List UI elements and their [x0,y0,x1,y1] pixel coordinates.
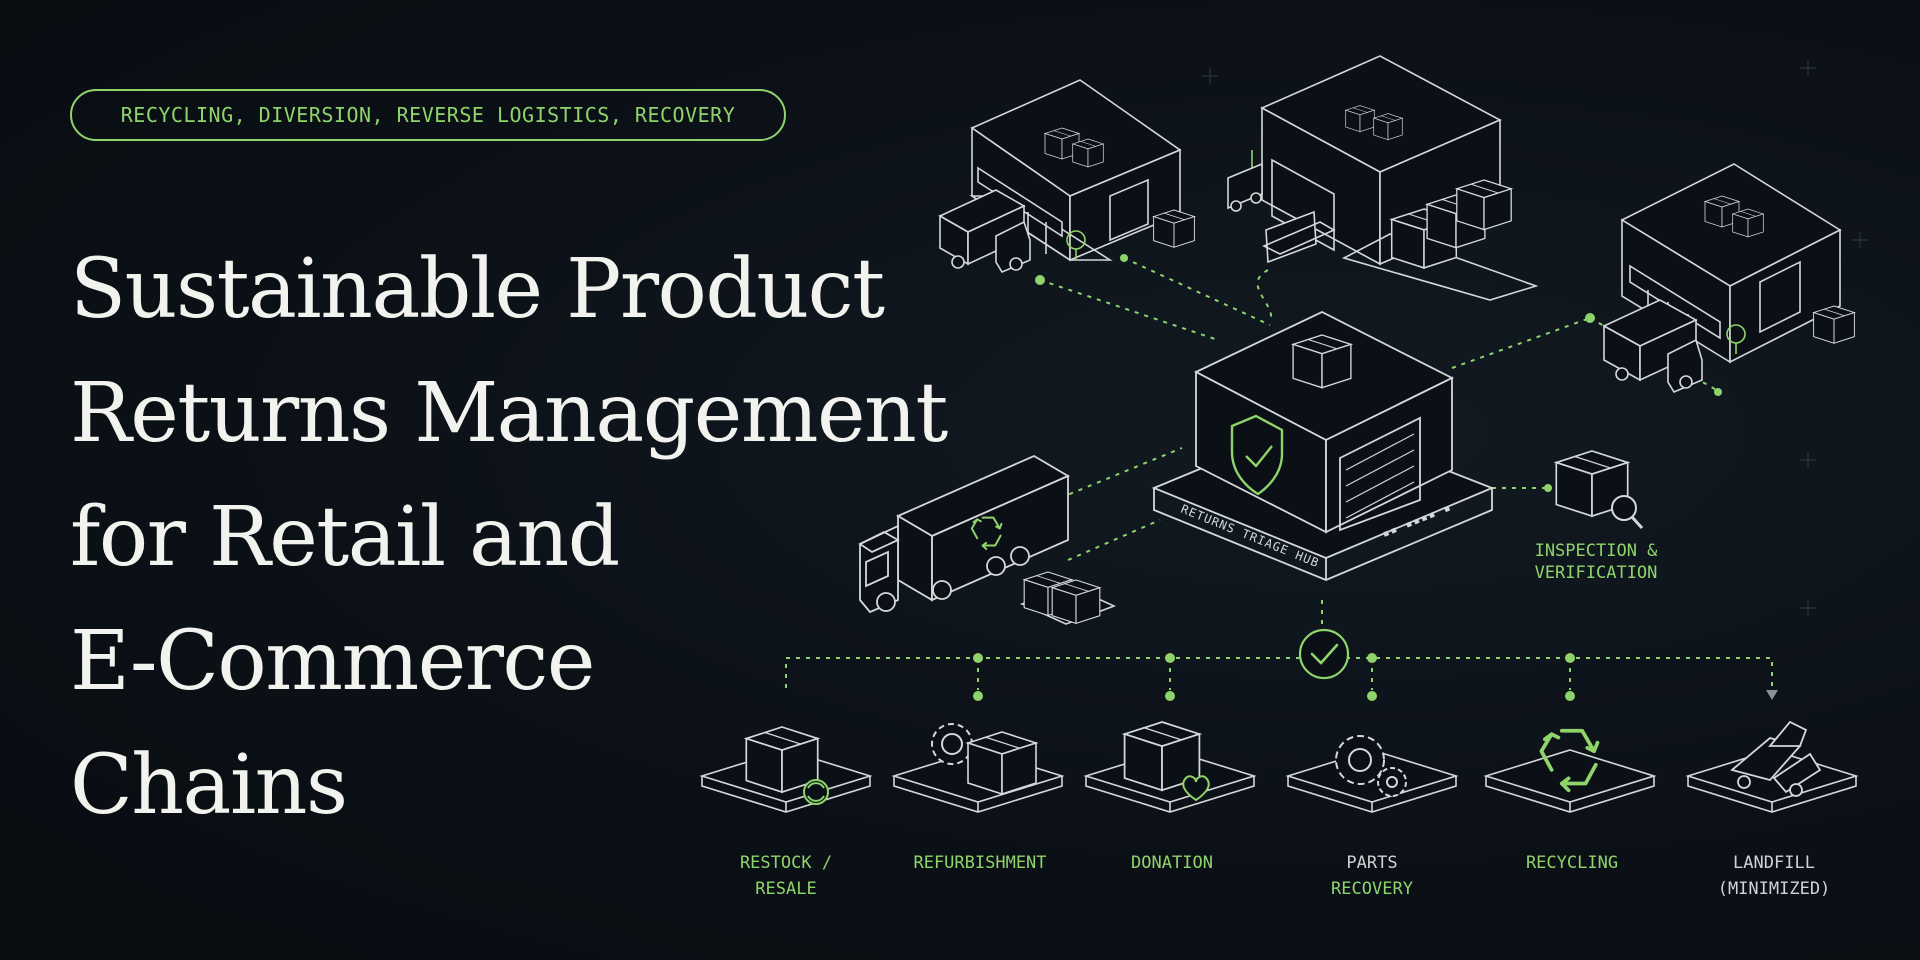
outcome-parts-recovery: PARTS RECOVERY [1287,735,1457,899]
gear-box-icon [931,723,973,765]
outcome-recycling: RECYCLING [1485,728,1655,873]
parts-label-2: RECOVERY [1331,879,1413,899]
shield-check-icon [1230,414,1284,496]
outcome-restock: RESTOCK / RESALE [701,726,871,899]
store-top-left [969,79,1182,262]
landfill-arrow [1766,690,1778,700]
title-line-1: Sustainable Product [70,242,885,337]
title-line-3: for Retail and [70,490,620,585]
pallet-boxes [1019,571,1117,625]
parts-label-1: PARTS [1346,853,1397,873]
page-title: Sustainable Product Returns Management f… [70,228,970,848]
refurbishment-label: REFURBISHMENT [913,853,1046,873]
landfill-label-2: (MINIMIZED) [1718,879,1831,899]
van-center [1227,162,1263,212]
warehouse-top-center [1260,55,1539,301]
topic-tag: RECYCLING, DIVERSION, REVERSE LOGISTICS,… [70,89,786,141]
title-line-4: E-Commerce [70,614,595,709]
hub-check-icon [1298,628,1350,680]
recycling-label: RECYCLING [1526,853,1618,873]
box-heart-icon [1182,775,1210,802]
box-small-1 [1153,209,1195,248]
restock-label-1: RESTOCK / [740,853,832,873]
title-line-2: Returns Management [70,366,948,461]
returns-triage-hub [1151,310,1495,581]
box-refresh-icon [807,782,825,802]
inspection-label-1: INSPECTION & [1535,541,1659,561]
outcome-refurbishment: REFURBISHMENT [893,723,1063,873]
title-line-5: Chains [70,738,348,833]
flow-connectors [785,257,1773,692]
box-small-2 [1813,305,1855,344]
outcome-donation: DONATION [1085,721,1255,873]
van-left [938,189,1031,274]
landfill-label-1: LANDFILL [1733,853,1815,873]
dump-truck-icon [1730,720,1822,797]
gears-icon [1335,735,1407,797]
inspection-label-2: VERIFICATION [1535,563,1658,583]
topic-tag-text: RECYCLING, DIVERSION, REVERSE LOGISTICS,… [120,103,736,127]
grid-marks [1202,60,1868,616]
donation-label: DONATION [1131,853,1213,873]
outcome-landfill: LANDFILL (MINIMIZED) [1687,720,1857,899]
van-right [1602,299,1703,394]
inspection-icon [1555,450,1644,530]
restock-label-2: RESALE [755,879,816,899]
